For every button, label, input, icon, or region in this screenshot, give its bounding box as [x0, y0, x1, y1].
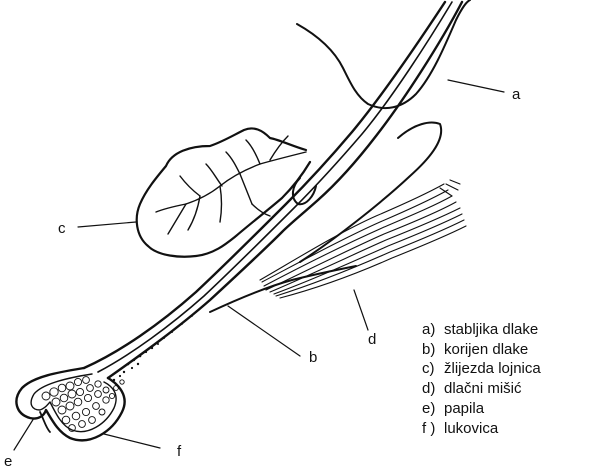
legend-key: a) [422, 320, 444, 340]
legend-key: e) [422, 399, 444, 419]
label-b: b [309, 349, 317, 366]
legend-text: korijen dlake [444, 341, 528, 358]
legend-key: b) [422, 340, 444, 360]
legend-text: žlijezda lojnica [444, 360, 541, 377]
legend-text: stabljika dlake [444, 321, 538, 338]
label-a: a [512, 86, 521, 103]
label-f: f [177, 443, 182, 460]
legend-text: lukovica [444, 420, 498, 437]
legend-item-b: b)korijen dlake [422, 340, 541, 360]
leader-a [448, 80, 504, 92]
legend-item-e: e)papila [422, 399, 541, 419]
legend: a)stabljika dlake b)korijen dlake c)žlij… [422, 320, 541, 438]
legend-item-a: a)stabljika dlake [422, 320, 541, 340]
leader-e [14, 418, 34, 450]
leader-c [78, 222, 136, 227]
legend-text: papila [444, 400, 484, 417]
label-c: c [58, 220, 66, 237]
legend-key: f ) [422, 419, 444, 439]
root-sheath-right [210, 266, 356, 312]
legend-key: c) [422, 359, 444, 379]
leader-d [354, 290, 368, 330]
leader-f [104, 434, 160, 448]
leader-b [228, 306, 300, 356]
label-e: e [4, 453, 12, 466]
label-d: d [368, 331, 376, 348]
legend-item-f: f )lukovica [422, 419, 541, 439]
legend-item-c: c)žlijezda lojnica [422, 359, 541, 379]
legend-key: d) [422, 379, 444, 399]
sebaceous-gland-outline [137, 128, 310, 256]
legend-text: dlačni mišić [444, 380, 522, 397]
hair-shaft-outer-left [84, 2, 445, 368]
legend-item-d: d)dlačni mišić [422, 379, 541, 399]
